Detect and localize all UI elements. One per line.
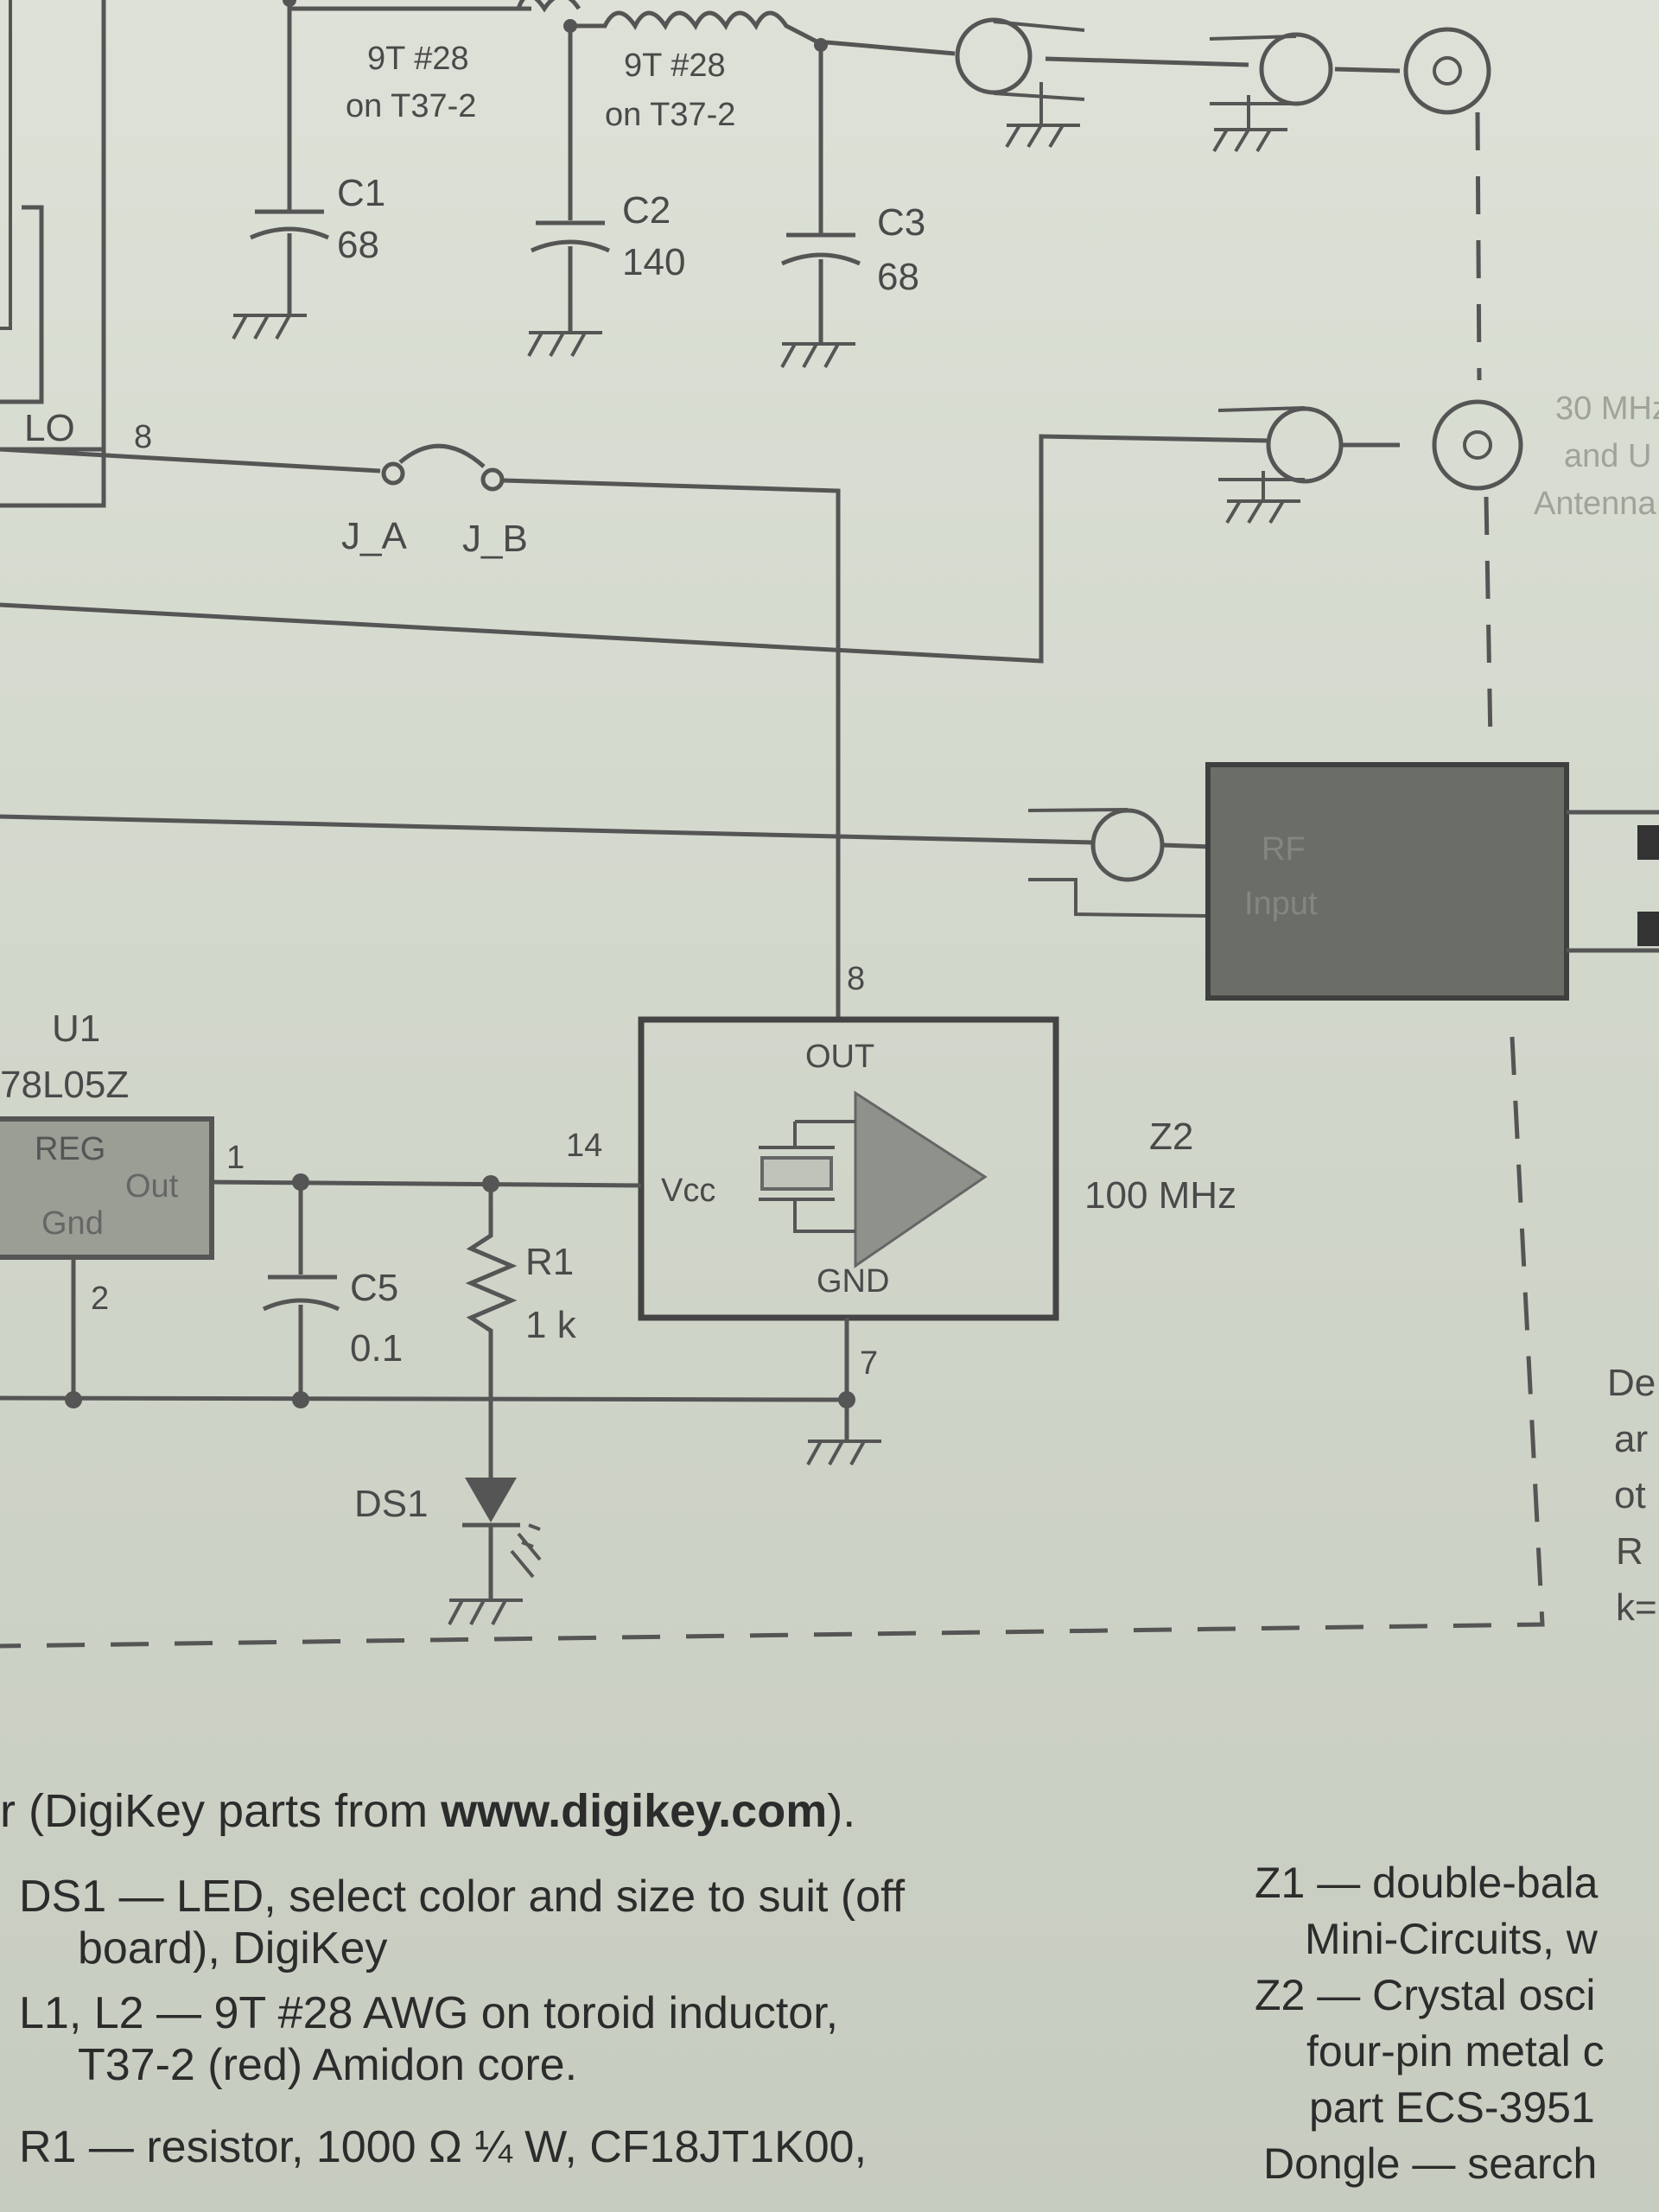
part-item-z1: Z1 — double-bala bbox=[1255, 1859, 1599, 1907]
svg-text:De: De bbox=[1607, 1362, 1656, 1404]
board-boundary bbox=[0, 1036, 1545, 1649]
part-item-r1: R1 — resistor, 1000 Ω ¼ W, CF18JT1K00, bbox=[19, 2122, 868, 2172]
c2-value: 140 bbox=[622, 241, 685, 283]
z2-vcc-label: Vcc bbox=[661, 1173, 715, 1209]
jumper-b-label: J_B bbox=[462, 518, 528, 560]
u1-out-label: Out bbox=[125, 1168, 179, 1205]
coax-connectors-top bbox=[955, 17, 1491, 381]
jumper-ja-jb: J_A J_B bbox=[0, 443, 841, 1018]
lo-module: LO 8 bbox=[0, 0, 152, 508]
c5-ref: C5 bbox=[350, 1267, 398, 1309]
part-item-z2-part: part ECS-3951 bbox=[1309, 2083, 1595, 2132]
z2-out-label: OUT bbox=[805, 1039, 874, 1075]
u1-pin-gnd: 2 bbox=[91, 1281, 109, 1317]
parts-list-intro: r (DigiKey parts from www.digikey.com). bbox=[0, 1785, 856, 1837]
u1-ref: U1 bbox=[52, 1007, 100, 1050]
svg-text:ar: ar bbox=[1614, 1418, 1648, 1460]
inductor-2-label: 9T #28 on T37-2 bbox=[605, 48, 735, 133]
z2-pin-vcc: 14 bbox=[566, 1128, 602, 1164]
jumper-a-label: J_A bbox=[341, 515, 407, 557]
z2-pin-out: 8 bbox=[847, 961, 865, 997]
capacitor-c1: C1 68 bbox=[232, 0, 385, 340]
c3-ref: C3 bbox=[877, 201, 925, 244]
crystal-icon bbox=[759, 1120, 855, 1233]
antenna-note-1: 30 MHz bbox=[1555, 391, 1659, 427]
amplifier-triangle bbox=[854, 1090, 988, 1268]
u1-body-label: REG bbox=[35, 1131, 105, 1167]
part-item-z2: Z2 — Crystal osci bbox=[1255, 1971, 1596, 2019]
r1-ref: R1 bbox=[525, 1241, 574, 1283]
lo-label: LO bbox=[24, 407, 75, 449]
part-item-l1-l2: L1, L2 — 9T #28 AWG on toroid inductor, … bbox=[19, 1988, 839, 2090]
part-item-z1-cont: Mini-Circuits, w bbox=[1305, 1915, 1598, 1963]
c2-ref: C2 bbox=[622, 189, 671, 232]
svg-text:on T37-2: on T37-2 bbox=[346, 88, 476, 124]
z2-ref: Z2 bbox=[1149, 1116, 1193, 1158]
r1-value: 1 k bbox=[525, 1304, 577, 1346]
capacitor-c3: C3 68 bbox=[780, 38, 925, 368]
schematic-diagram: LO 8 9T #28 on T37-2 9T #28 on T37-2 C1 … bbox=[0, 0, 1659, 1649]
u1-pin-out: 1 bbox=[226, 1140, 245, 1176]
rf-module-text-2: Input bbox=[1244, 886, 1318, 922]
antenna-note-2: and U bbox=[1564, 438, 1651, 474]
svg-text:k=: k= bbox=[1616, 1586, 1657, 1629]
part-item-dongle: Dongle — search bbox=[1263, 2139, 1598, 2188]
rf-module-text-1: RF bbox=[1262, 831, 1306, 868]
z2-pin-gnd: 7 bbox=[860, 1345, 878, 1382]
capacitor-c2: C2 140 bbox=[527, 19, 685, 357]
antenna-input: 30 MHz and U Antenna bbox=[0, 391, 1659, 744]
digikey-url[interactable]: www.digikey.com bbox=[441, 1785, 828, 1837]
svg-text:on T37-2: on T37-2 bbox=[605, 97, 735, 133]
inductor-1-label: 9T #28 on T37-2 bbox=[346, 41, 476, 124]
ds1-ref: DS1 bbox=[354, 1483, 429, 1525]
lo-pin-label: 8 bbox=[134, 419, 152, 455]
svg-text:9T #28: 9T #28 bbox=[367, 41, 469, 77]
u1-part: 78L05Z bbox=[0, 1064, 129, 1106]
part-item-ds1: DS1 — LED, select color and size to suit… bbox=[19, 1872, 906, 1974]
svg-text:9T #28: 9T #28 bbox=[624, 48, 726, 84]
power-section: 1 C5 0.1 R1 1 k DS1 bbox=[0, 1140, 881, 1625]
c1-ref: C1 bbox=[337, 172, 385, 214]
side-note: De ar ot R k= bbox=[1607, 1362, 1657, 1629]
svg-text:R: R bbox=[1616, 1530, 1643, 1573]
u1-gnd-label: Gnd bbox=[41, 1205, 104, 1242]
rf-input-module: RF Input bbox=[0, 762, 1659, 1001]
z2-frequency: 100 MHz bbox=[1084, 1174, 1236, 1217]
antenna-note-3: Antenna bbox=[1534, 486, 1656, 522]
led-icon bbox=[465, 1478, 517, 1522]
oscillator-z2: 8 OUT Vcc GND 14 7 Z2 100 MHz bbox=[566, 961, 1236, 1441]
lc-filter: 9T #28 on T37-2 9T #28 on T37-2 C1 68 C bbox=[232, 0, 1401, 368]
regulator-u1: U1 78L05Z REG Out Gnd 2 bbox=[0, 1007, 214, 1400]
c5-value: 0.1 bbox=[350, 1327, 403, 1370]
c1-value: 68 bbox=[337, 224, 379, 266]
z2-gnd-label: GND bbox=[817, 1263, 889, 1300]
svg-text:ot: ot bbox=[1614, 1474, 1646, 1516]
c3-value: 68 bbox=[877, 256, 919, 298]
part-item-z2-cont: four-pin metal c bbox=[1306, 2027, 1605, 2075]
